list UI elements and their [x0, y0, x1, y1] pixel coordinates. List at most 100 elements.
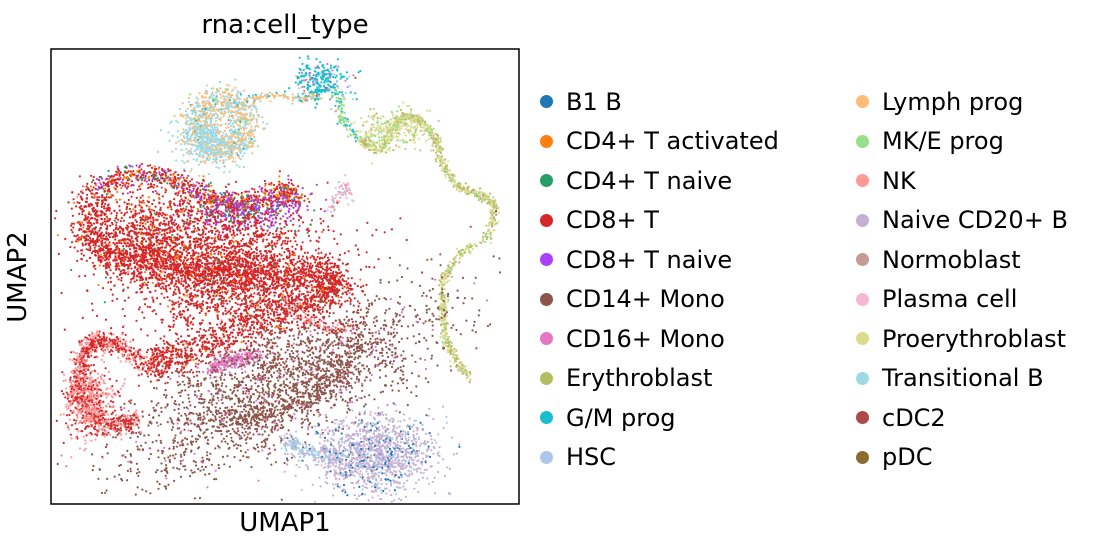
- scatter-point: [196, 201, 199, 204]
- scatter-point: [241, 220, 244, 223]
- scatter-point: [232, 133, 235, 136]
- scatter-point: [292, 184, 295, 187]
- scatter-point: [209, 130, 212, 133]
- scatter-point: [263, 127, 266, 130]
- scatter-point: [357, 130, 360, 133]
- scatter-point: [393, 124, 396, 127]
- scatter-point: [279, 201, 282, 204]
- scatter-point: [224, 193, 227, 196]
- scatter-point: [479, 192, 482, 195]
- scatter-point: [484, 241, 487, 244]
- scatter-point: [190, 147, 193, 150]
- scatter-point: [203, 194, 207, 197]
- scatter-point: [220, 203, 223, 206]
- scatter-point: [315, 183, 318, 186]
- scatter-point: [291, 202, 294, 205]
- scatter-point: [448, 260, 451, 263]
- scatter-point: [415, 133, 418, 136]
- scatter-point: [413, 134, 416, 137]
- scatter-point: [423, 132, 426, 136]
- scatter-point: [205, 120, 209, 124]
- scatter-point: [195, 146, 198, 149]
- scatter-point: [115, 170, 118, 173]
- scatter-point: [444, 165, 447, 169]
- scatter-point: [209, 132, 212, 135]
- scatter-point: [255, 110, 258, 113]
- scatter-point: [140, 178, 143, 181]
- scatter-point: [283, 90, 286, 93]
- scatter-point: [121, 178, 124, 181]
- scatter-point: [245, 127, 248, 130]
- scatter-point: [185, 148, 188, 151]
- scatter-point: [190, 183, 193, 186]
- scatter-point: [439, 161, 442, 164]
- scatter-point: [242, 165, 245, 169]
- scatter-point: [467, 192, 470, 196]
- scatter-point: [171, 150, 174, 153]
- scatter-point: [341, 91, 344, 94]
- scatter-point: [211, 91, 214, 94]
- scatter-point: [166, 176, 169, 179]
- scatter-point: [271, 192, 274, 195]
- scatter-point: [156, 185, 159, 188]
- scatter-point: [244, 148, 247, 151]
- scatter-point: [440, 164, 444, 167]
- scatter-point: [231, 140, 234, 143]
- scatter-point: [165, 189, 168, 192]
- scatter-point: [249, 96, 252, 99]
- scatter-point: [478, 195, 481, 198]
- scatter-point: [440, 278, 443, 281]
- scatter-point: [291, 99, 294, 102]
- scatter-point: [283, 193, 286, 197]
- scatter-point: [188, 126, 191, 129]
- scatter-point: [438, 284, 441, 287]
- scatter-point: [130, 180, 134, 183]
- scatter-point: [306, 208, 309, 212]
- scatter-point: [312, 74, 315, 77]
- scatter-point: [189, 180, 192, 183]
- scatter-point: [108, 177, 111, 180]
- scatter-point: [332, 201, 335, 204]
- scatter-point: [317, 66, 320, 69]
- scatter-point: [222, 191, 225, 194]
- scatter-point: [443, 329, 446, 332]
- scatter-point: [449, 266, 452, 269]
- scatter-point: [286, 200, 289, 203]
- scatter-point: [423, 120, 426, 123]
- scatter-point: [318, 318, 321, 321]
- scatter-point: [370, 132, 373, 135]
- scatter-point: [388, 123, 391, 126]
- scatter-point: [239, 111, 242, 114]
- scatter-point: [240, 138, 243, 141]
- scatter-point: [202, 175, 205, 178]
- scatter-point: [444, 173, 447, 176]
- scatter-point: [194, 114, 197, 117]
- scatter-point: [438, 293, 441, 296]
- scatter-point: [217, 110, 220, 113]
- scatter-point: [227, 205, 230, 208]
- scatter-point: [225, 102, 228, 105]
- scatter-point: [401, 124, 404, 127]
- scatter-point: [301, 187, 304, 190]
- scatter-point: [298, 224, 301, 228]
- scatter-point: [190, 118, 193, 121]
- scatter-point: [200, 161, 203, 164]
- scatter-point: [207, 183, 210, 186]
- scatter-point: [202, 192, 205, 195]
- scatter-point: [180, 143, 183, 146]
- scatter-point: [256, 273, 259, 277]
- scatter-point: [210, 105, 213, 108]
- scatter-point: [251, 216, 254, 219]
- scatter-point: [313, 70, 316, 73]
- scatter-point: [275, 217, 278, 220]
- scatter-point: [465, 191, 468, 194]
- scatter-point: [386, 148, 389, 151]
- scatter-point: [191, 196, 194, 199]
- scatter-point: [301, 85, 304, 89]
- scatter-point: [447, 336, 450, 339]
- scatter-point: [261, 116, 264, 119]
- scatter-point: [219, 112, 222, 115]
- scatter-point: [93, 182, 96, 185]
- scatter-point: [322, 73, 326, 76]
- scatter-point: [313, 209, 316, 212]
